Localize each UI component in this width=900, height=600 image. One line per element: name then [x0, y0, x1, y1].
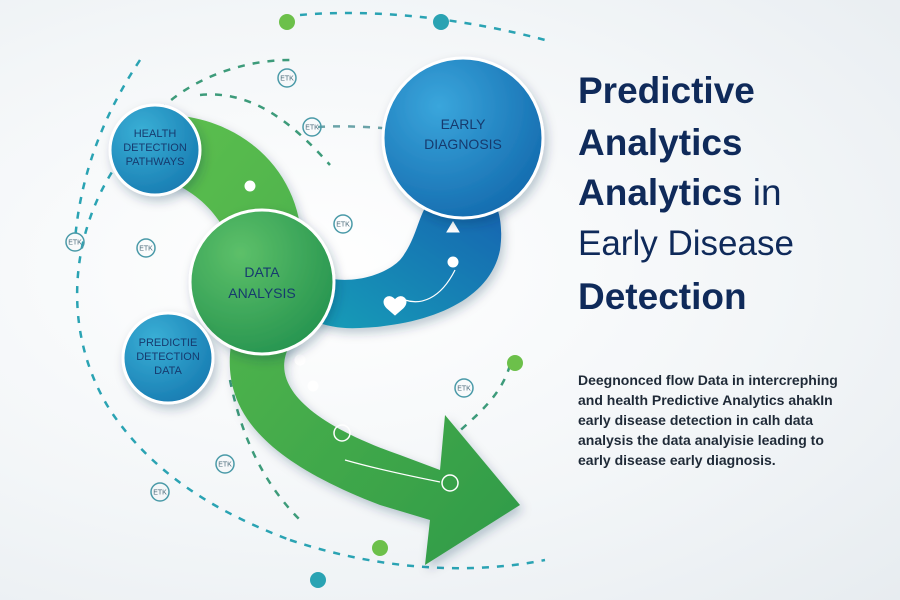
description-line: Deegnonced flow Data in intercrephing — [578, 372, 838, 388]
title-line-3-main: Analytics — [578, 172, 743, 213]
svg-text:EARLY: EARLY — [441, 116, 487, 132]
svg-text:ETK: ETK — [218, 462, 232, 469]
title-line-5: Detection — [578, 276, 747, 317]
node-predictive-detection-data: PREDICTIE DETECTION DATA — [121, 311, 215, 405]
title-line-3-suffix: in — [752, 172, 782, 213]
svg-text:ETK: ETK — [139, 246, 153, 253]
svg-text:DATA: DATA — [154, 365, 182, 377]
svg-text:ETK: ETK — [457, 386, 471, 393]
svg-text:DIAGNOSIS: DIAGNOSIS — [424, 136, 502, 152]
svg-text:ETK: ETK — [280, 76, 294, 83]
svg-text:PREDICTIE: PREDICTIE — [139, 337, 198, 349]
flow-markers — [244, 180, 460, 492]
svg-text:PATHWAYS: PATHWAYS — [126, 156, 185, 168]
svg-text:ETK: ETK — [153, 490, 167, 497]
svg-text:DATA: DATA — [244, 264, 280, 280]
svg-text:DETECTION: DETECTION — [123, 142, 187, 154]
description-paragraph: Deegnonced flow Data in intercrephing an… — [578, 370, 878, 470]
svg-text:DETECTION: DETECTION — [136, 351, 200, 363]
blue-flow-band — [285, 184, 502, 329]
node-data-analysis: DATA ANALYSIS — [188, 208, 336, 356]
node-early-diagnosis: EARLY DIAGNOSIS — [381, 56, 545, 220]
title-line-2: Analytics — [578, 122, 743, 163]
title-line-3: Analytics in — [578, 174, 782, 211]
node-health-detection-pathways: HEALTH DETECTION PATHWAYS — [108, 103, 202, 197]
svg-text:ANALYSIS: ANALYSIS — [228, 285, 295, 301]
small-dots — [65, 14, 523, 588]
svg-text:ETK: ETK — [305, 125, 319, 132]
title-line-4: Early Disease — [578, 224, 794, 263]
svg-text:HEALTH: HEALTH — [134, 128, 177, 140]
svg-text:ETK: ETK — [336, 222, 350, 229]
svg-text:ETK: ETK — [68, 240, 82, 247]
description-line: early disease early diagnosis. — [578, 452, 776, 468]
description-line: analysis the data analyisie leading to — [578, 432, 824, 448]
description-line: early disease detection in calh data — [578, 412, 813, 428]
title-line-1: Predictive — [578, 70, 755, 111]
small-dot-labels: ETK ETK ETK ETK ETK ETK ETK ETK — [68, 76, 471, 497]
description-line: and health Predictive Analytics ahakIn — [578, 392, 833, 408]
dashed-connectors — [73, 11, 546, 570]
